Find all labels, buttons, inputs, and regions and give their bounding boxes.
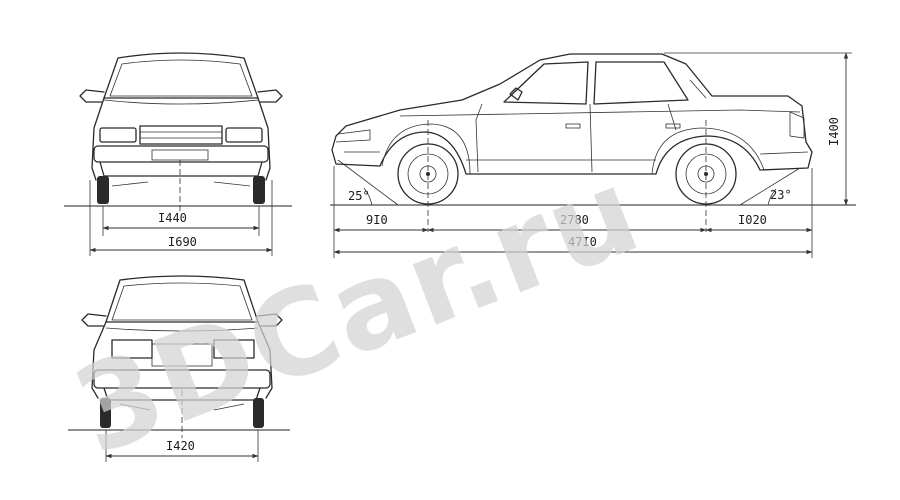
front-view [64,52,292,256]
wheelbase-label: 2780 [560,213,589,227]
front-overhang-label: 9I0 [366,213,388,227]
overall-length-label: 47I0 [568,235,597,249]
height-label: I400 [827,117,841,146]
rear-track-label: I420 [166,439,195,453]
departure-angle-label: 23° [770,188,792,202]
approach-angle-label: 25° [348,189,370,203]
rear-view [68,275,290,462]
overall-width-label: I690 [168,235,197,249]
side-view [330,52,856,258]
rear-overhang-label: I020 [738,213,767,227]
front-track-label: I440 [158,211,187,225]
